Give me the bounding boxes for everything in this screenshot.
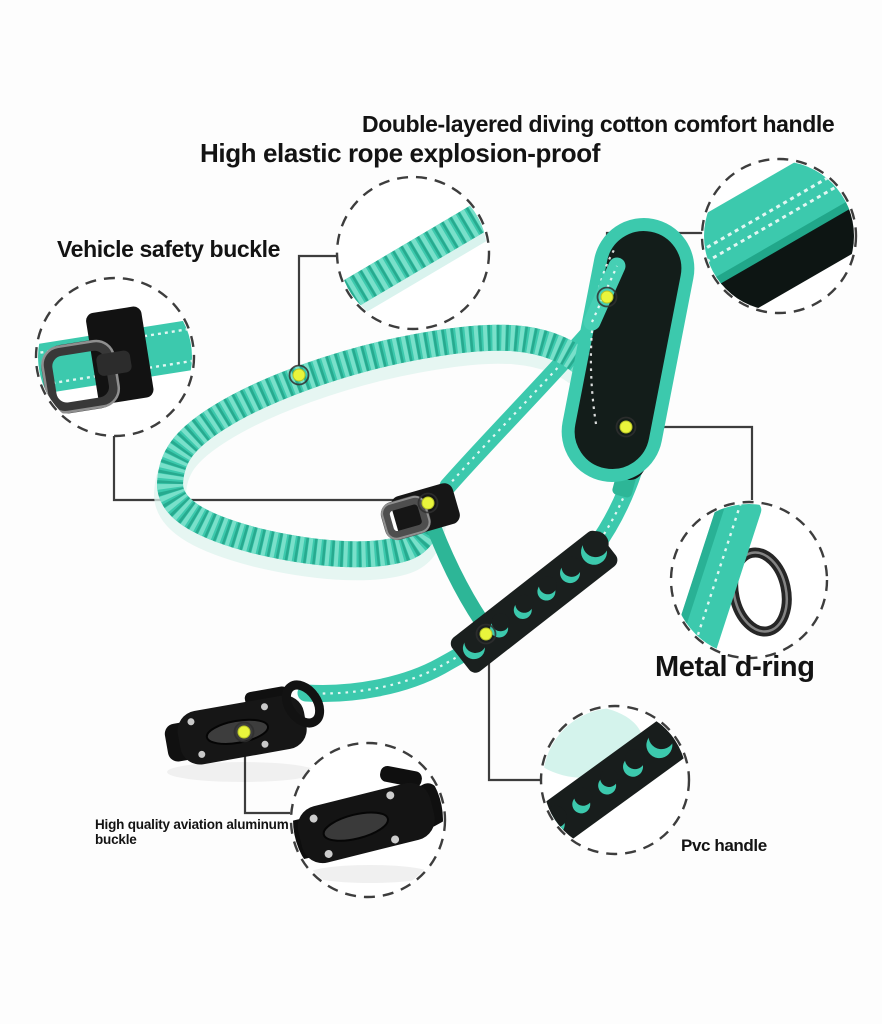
callout-line-aluminum-buckle (243, 744, 290, 815)
zoom-content-comfort-handle (704, 161, 854, 311)
frog-clip-shadow (167, 762, 317, 782)
bungee-coil (156, 324, 601, 568)
label-vehicle-buckle: Vehicle safety buckle (57, 236, 281, 262)
handle-loop (561, 218, 695, 482)
marker-dot-metal-dring (615, 416, 637, 438)
handle-loop-stitching (589, 249, 615, 425)
pvc-grip (450, 530, 618, 673)
zoom-circles (34, 157, 858, 899)
pvc-grip-crescents (462, 531, 609, 660)
label-comfort-handle: Double-layered diving cotton comfort han… (362, 111, 835, 137)
label-elastic-rope: High elastic rope explosion-proof (200, 138, 600, 168)
callout-line-elastic-rope (297, 254, 338, 367)
callout-line-pvc-handle (487, 652, 540, 782)
label-metal-dring: Metal d-ring (655, 651, 815, 683)
marker-dot-comfort-handle (596, 286, 618, 308)
marker-dot-pvc-handle (475, 623, 497, 645)
adjuster-buckle (380, 483, 460, 541)
zoom-content-vehicle-buckle (38, 306, 192, 414)
marker-dots (233, 286, 637, 743)
marker-dot-vehicle-buckle (417, 492, 439, 514)
frog-clip-gate (281, 680, 325, 728)
zoom-content-elastic-rope (339, 203, 487, 322)
label-pvc-handle: Pvc handle (681, 836, 767, 855)
marker-dot-elastic-rope (288, 364, 310, 386)
callout-line-metal-dring (634, 425, 754, 500)
marker-dot-aluminum-buckle (233, 721, 255, 743)
label-aluminum-buckle: High quality aviation aluminum buckle (95, 817, 289, 847)
callout-line-vehicle-buckle (112, 436, 412, 502)
